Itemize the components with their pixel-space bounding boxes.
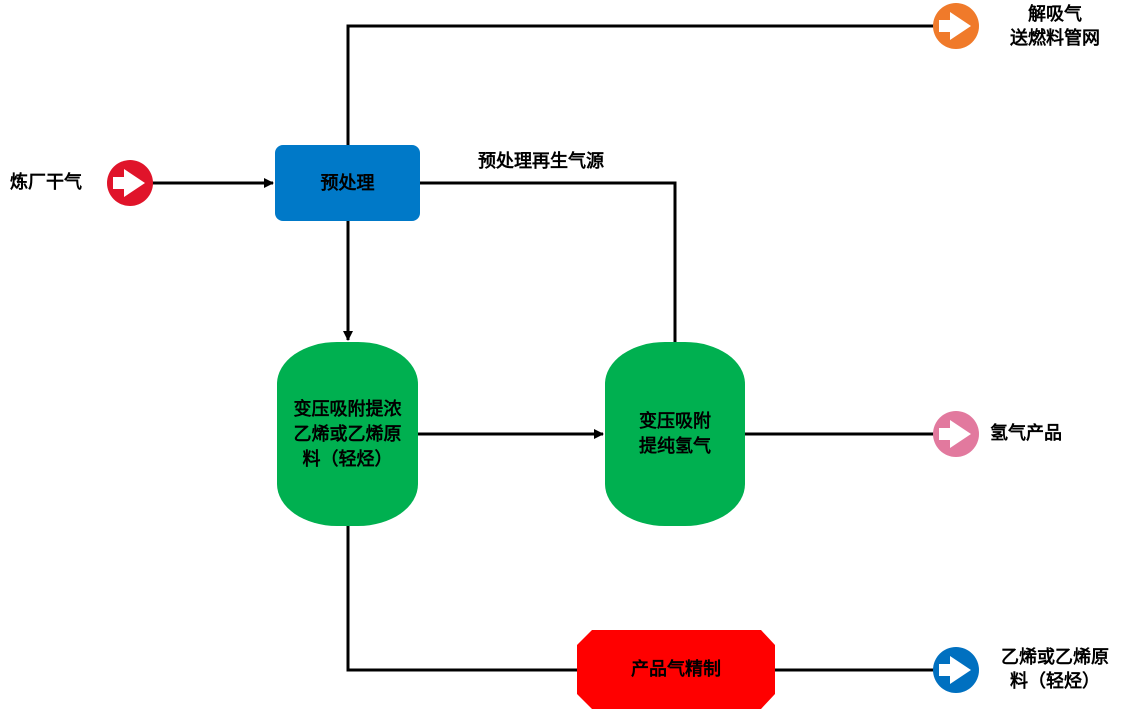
pretreat-box [275, 145, 420, 221]
hydrogen-label: 氢气产品 [990, 423, 1062, 444]
psa-hydrogen-vessel [605, 342, 745, 526]
feed-label: 炼厂干气 [10, 172, 82, 193]
terminal-ethylene [933, 647, 979, 693]
ethylene-label: 乙烯或乙烯原 料（轻烃） [1001, 647, 1109, 692]
terminal-hydrogen [933, 411, 979, 457]
edge-pretreat-to-desorb [346, 24, 936, 146]
desorb-label: 解吸气 送燃料管网 [1010, 4, 1100, 49]
product-refine-label: 产品气精制 [631, 659, 721, 680]
terminal-desorb [933, 3, 979, 49]
product-refine-octagon [577, 630, 775, 709]
psa-ethylene-label: 变压吸附提浓 乙烯或乙烯原 料（轻烃） [293, 398, 402, 470]
terminal-feed [107, 160, 153, 206]
right-arrow-circle-icon [113, 169, 145, 197]
psa-ethylene-vessel [277, 342, 418, 526]
pretreat-label: 预处理 [320, 172, 375, 194]
right-arrow-circle-icon [939, 12, 971, 40]
regen-gas-label: 预处理再生气源 [478, 151, 604, 172]
edge-psa1-to-refine [346, 526, 578, 672]
psa-hydrogen-label: 变压吸附 提纯氢气 [639, 411, 711, 457]
edge-regen-gas [420, 181, 677, 342]
right-arrow-circle-icon [939, 420, 971, 448]
right-arrow-circle-icon [939, 656, 971, 684]
